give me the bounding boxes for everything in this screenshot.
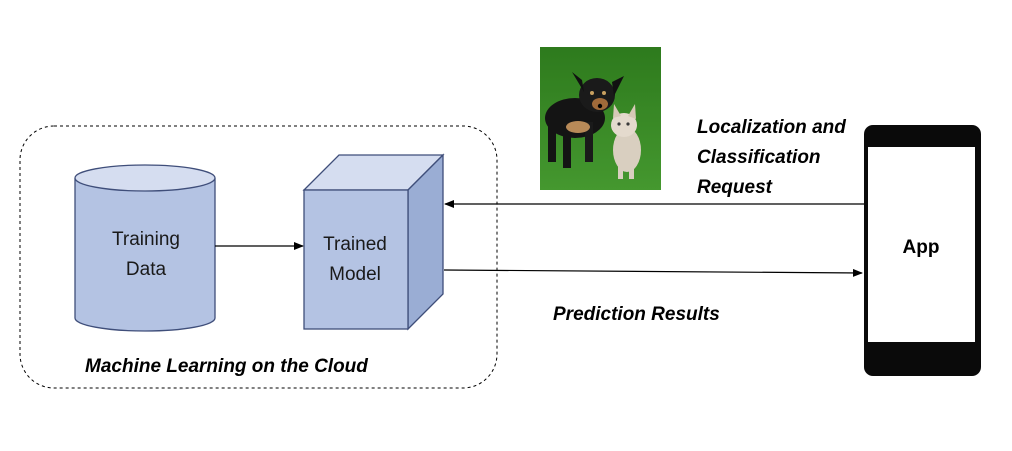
request-line-1: Localization and <box>697 117 846 138</box>
trained-model-line-1: Trained <box>323 234 387 255</box>
phone-device <box>864 125 981 376</box>
cloud-container <box>19 125 498 389</box>
training-data-label: Training Data <box>76 225 216 285</box>
request-line-3: Request <box>697 177 772 198</box>
arrow-prediction <box>443 268 863 277</box>
request-line-2: Classification <box>697 147 821 168</box>
app-label: App <box>902 237 940 258</box>
trained-model-label: Trained Model <box>300 230 410 290</box>
prediction-results-label: Prediction Results <box>553 304 720 325</box>
request-label: Localization and Classification Request <box>697 113 877 203</box>
phone-screen <box>868 147 975 342</box>
trained-model-cube <box>302 153 445 331</box>
dog-and-cat-photo <box>540 47 661 190</box>
training-data-line-1: Training <box>112 229 180 250</box>
trained-model-line-2: Model <box>329 264 381 285</box>
training-data-cylinder <box>74 164 216 332</box>
training-data-line-2: Data <box>125 259 167 280</box>
cloud-container-label: Machine Learning on the Cloud <box>85 356 368 377</box>
